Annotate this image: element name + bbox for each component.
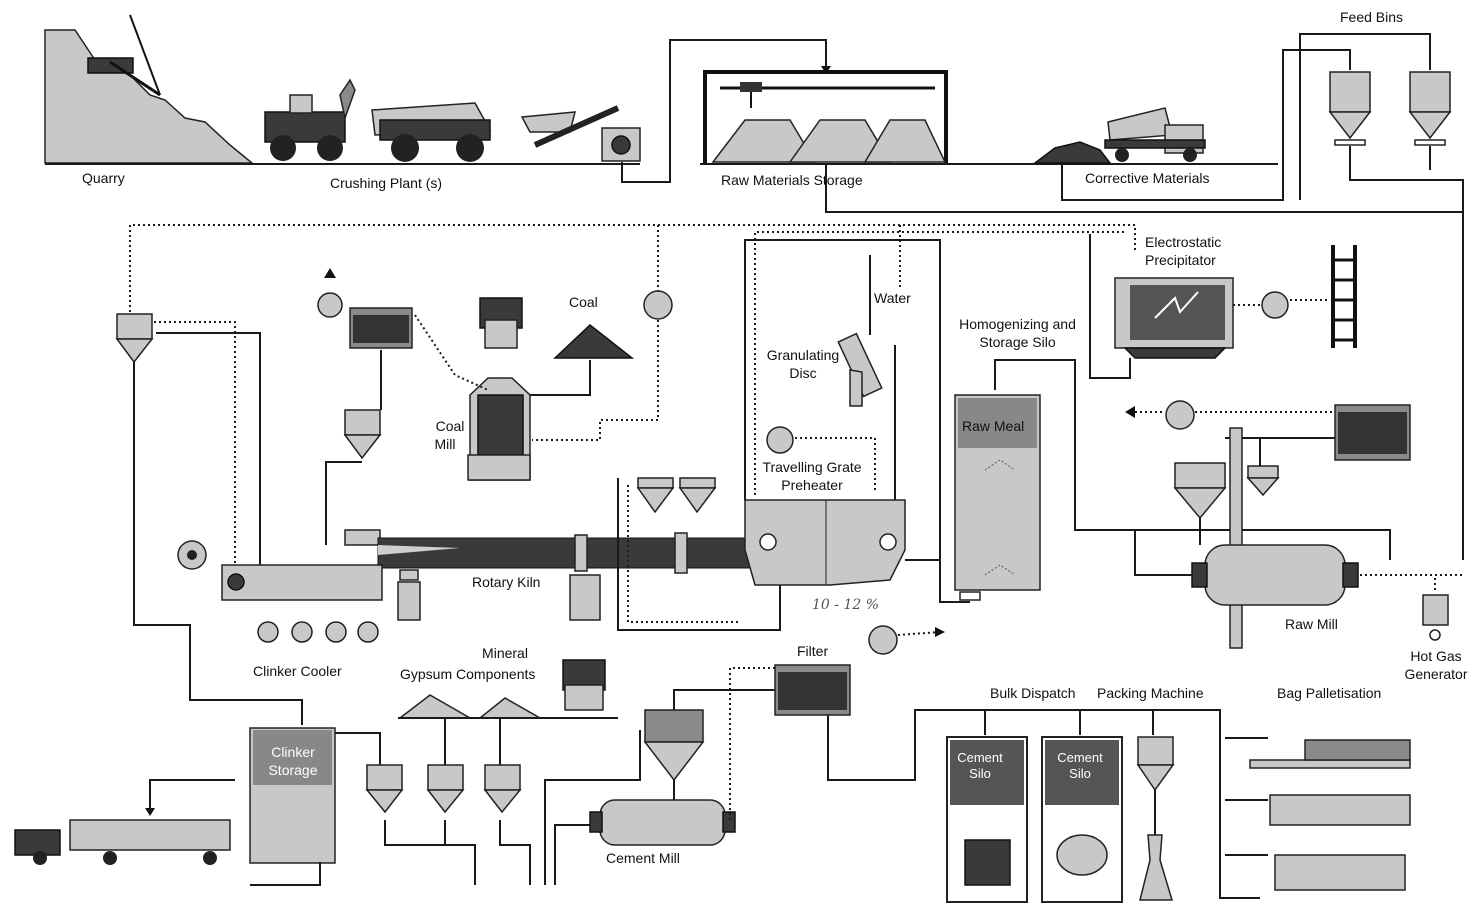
travelling-grate-label-line2: Preheater xyxy=(752,477,872,494)
coal-mill-label-line2: Mill xyxy=(425,436,465,453)
ep-fan-icon xyxy=(1262,292,1288,318)
raw-meal-label: Raw Meal xyxy=(962,418,1024,435)
raw-mill-filter xyxy=(1335,405,1410,460)
raw-mill-label: Raw Mill xyxy=(1285,616,1338,633)
granulating-disc-icon xyxy=(838,334,881,406)
clinker-storage-label-line1: Clinker xyxy=(258,744,328,761)
dust-filter-coal xyxy=(350,308,412,410)
crushing-plant-label: Crushing Plant (s) xyxy=(330,175,442,192)
feed-bin-2 xyxy=(1410,72,1450,145)
hot-gas-generator-label-line2: Generator xyxy=(1400,666,1472,683)
coal-fan-icon xyxy=(318,293,342,317)
tipper-truck-icon xyxy=(1105,108,1205,162)
raw-mill-separator xyxy=(1175,463,1278,518)
clinker-cooler-label: Clinker Cooler xyxy=(253,663,342,680)
coal-mill-label-line1: Coal xyxy=(430,418,470,435)
cyclone-left xyxy=(117,314,152,362)
bag-palletisation-icon xyxy=(1225,738,1410,890)
raw-materials-storage-label: Raw Materials Storage xyxy=(721,172,863,189)
quarry-label: Quarry xyxy=(82,170,125,187)
granulating-disc-label-line1: Granulating xyxy=(763,347,843,364)
feed-bin-1 xyxy=(1330,72,1370,145)
rotary-kiln-label: Rotary Kiln xyxy=(472,574,540,591)
hot-gas-generator-icon xyxy=(1423,595,1448,640)
additive-bins xyxy=(367,765,520,812)
wheel-loader-icon xyxy=(265,80,355,161)
electrostatic-precipitator-label-line2: Precipitator xyxy=(1145,252,1216,269)
raw-mill-fan-icon xyxy=(1166,401,1194,429)
feed-bins-label: Feed Bins xyxy=(1340,9,1403,26)
gypsum-truck-icon xyxy=(563,660,605,710)
travelling-grate-preheater xyxy=(745,500,905,585)
dump-truck-icon xyxy=(372,103,490,162)
conveyor-crusher-icon xyxy=(522,108,640,161)
filter-label: Filter xyxy=(797,643,828,660)
moisture-note: 10 - 12 % xyxy=(812,597,879,614)
cement-silo-a-label-line1: Cement xyxy=(950,750,1010,765)
mineral-components-label-line1: Mineral xyxy=(400,645,610,662)
electrostatic-precipitator-icon xyxy=(1115,278,1233,358)
coal-mill-fan-icon xyxy=(644,291,672,319)
cement-mill-label: Cement Mill xyxy=(606,850,680,867)
cement-mill-separator xyxy=(645,710,703,780)
corrective-material-pile xyxy=(1035,142,1110,163)
clinker-cooler-icon xyxy=(222,565,382,642)
rotary-kiln-icon xyxy=(345,530,750,620)
water-label: Water xyxy=(874,290,911,307)
cement-silo-a-label-line2: Silo xyxy=(950,766,1010,781)
homogenizing-silo-label-line2: Storage Silo xyxy=(950,334,1085,351)
coal-mill-icon xyxy=(468,378,530,480)
raw-materials-storage-building xyxy=(705,72,946,163)
coal-pile xyxy=(555,325,632,358)
homogenizing-silo-label-line1: Homogenizing and xyxy=(950,316,1085,333)
travelling-grate-label-line1: Travelling Grate xyxy=(752,459,872,476)
coal-truck-icon xyxy=(480,298,522,348)
raw-mill-icon xyxy=(1192,428,1358,648)
clinker-storage-label-line2: Storage xyxy=(258,762,328,779)
cement-mill-icon xyxy=(590,800,735,845)
mineral-components-label-line2: Gypsum Components xyxy=(400,666,535,683)
coal-bin xyxy=(345,410,380,458)
electrostatic-precipitator-label-line1: Electrostatic xyxy=(1145,234,1221,251)
hot-gas-generator-label-line1: Hot Gas xyxy=(1400,648,1472,665)
cement-silo-b-label-line2: Silo xyxy=(1050,766,1110,781)
stack-icon xyxy=(1333,245,1355,348)
preheater-cyclones xyxy=(638,478,715,512)
coal-label: Coal xyxy=(569,294,598,311)
granulating-disc-label-line2: Disc xyxy=(763,365,843,382)
bag-palletisation-label: Bag Palletisation xyxy=(1277,685,1381,702)
cement-silo-b-label-line1: Cement xyxy=(1050,750,1110,765)
bulk-dispatch-label: Bulk Dispatch xyxy=(990,685,1076,702)
corrective-materials-label: Corrective Materials xyxy=(1085,170,1209,187)
quarry-section xyxy=(45,15,252,163)
tanker-truck-icon xyxy=(15,820,230,865)
raw-meal-fan-icon xyxy=(869,626,897,654)
preheater-fan-icon xyxy=(767,427,793,453)
packing-machine-label: Packing Machine xyxy=(1097,685,1204,702)
cement-filter-icon xyxy=(775,665,850,715)
